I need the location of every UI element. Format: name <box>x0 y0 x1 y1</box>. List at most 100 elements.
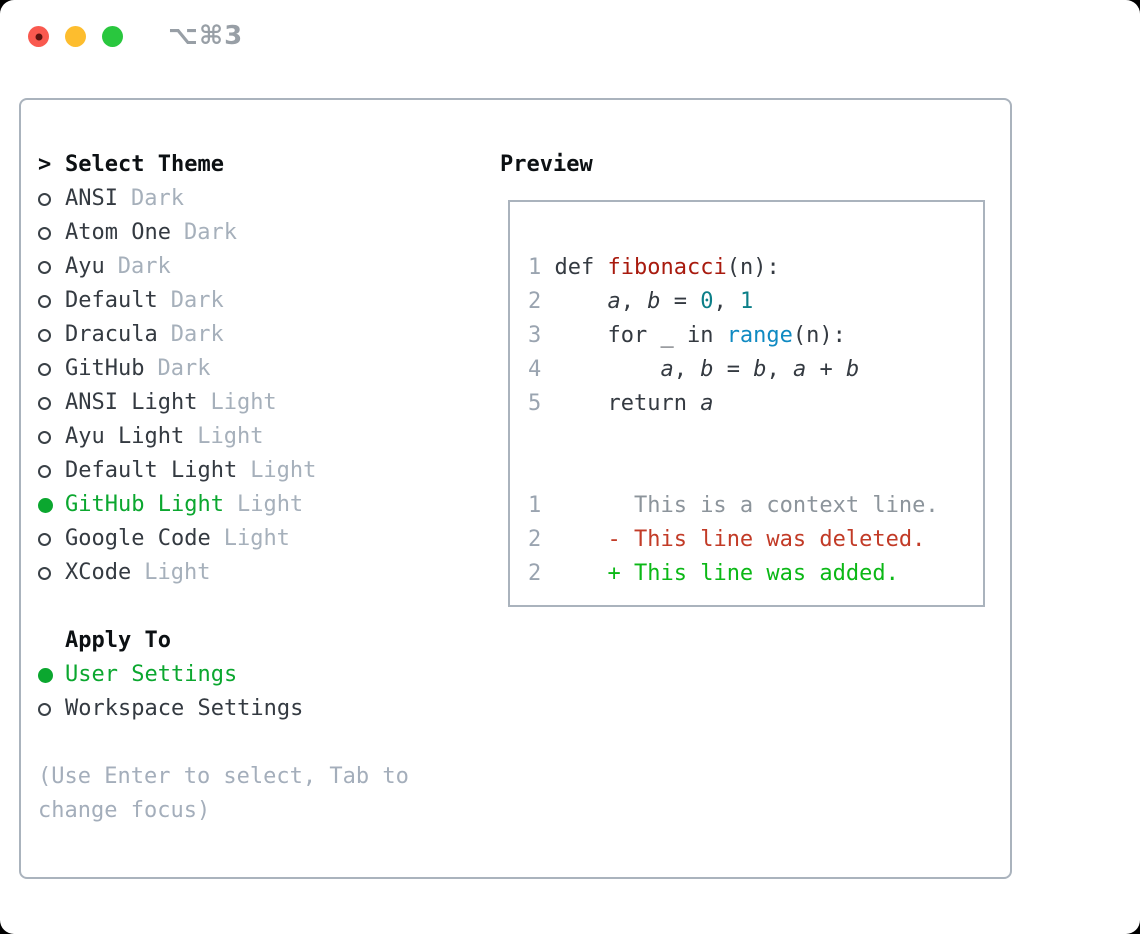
code-segment: return <box>554 391 701 416</box>
line-number: 3 <box>528 323 555 348</box>
theme-variant-label: Dark <box>170 288 224 313</box>
theme-option-label: Google Code <box>65 526 211 551</box>
apply-to-option-user-settings[interactable]: User Settings <box>38 658 409 692</box>
radio-icon <box>38 362 51 376</box>
code-segment: a <box>607 289 621 314</box>
code-segment: b <box>753 357 767 382</box>
code-segment: b <box>845 357 860 382</box>
theme-variant-label: Light <box>197 424 264 449</box>
code-segment: a <box>792 357 807 382</box>
code-line: 2 + This line was added. <box>528 557 983 591</box>
theme-option-label: Dracula <box>65 322 158 347</box>
code-segment: 0 <box>700 289 714 314</box>
spacer-row <box>38 726 409 760</box>
code-segment: (n): <box>726 255 780 280</box>
theme-variant-label: Dark <box>117 254 171 279</box>
code-line: 2 - This line was deleted. <box>528 523 983 557</box>
theme-option-label: Default Light <box>65 458 238 483</box>
code-line <box>528 421 983 455</box>
code-segment: for _ in <box>554 323 727 348</box>
radio-icon <box>38 294 51 308</box>
apply-to-option-workspace-settings[interactable]: Workspace Settings <box>38 692 409 726</box>
theme-option-label: Default <box>65 288 158 313</box>
radio-icon <box>38 328 51 342</box>
radio-icon <box>38 396 51 410</box>
apply-to-option-label: User Settings <box>65 662 238 687</box>
theme-variant-label: Light <box>223 526 290 551</box>
code-segment: = <box>660 289 701 314</box>
radio-selected-icon <box>38 497 53 513</box>
theme-variant-label: Light <box>144 560 211 585</box>
code-segment: (n): <box>792 323 846 348</box>
radio-cell <box>38 667 65 683</box>
code-segment: b <box>647 289 661 314</box>
code-line: 1 This is a context line. <box>528 489 983 523</box>
radio-icon <box>38 260 51 274</box>
close-button[interactable] <box>28 26 49 47</box>
theme-option-label: GitHub <box>65 356 145 381</box>
theme-variant-label: Light <box>210 390 277 415</box>
radio-icon <box>38 702 51 716</box>
code-segment: a <box>700 391 714 416</box>
zoom-button[interactable] <box>102 26 123 47</box>
code-segment: range <box>726 323 793 348</box>
theme-option-ansi-light-light[interactable]: ANSI Light Light <box>38 386 409 420</box>
radio-cell <box>38 497 65 513</box>
code-segment: a <box>660 357 674 382</box>
theme-option-label: Atom One <box>65 220 171 245</box>
code-segment <box>541 527 607 552</box>
theme-option-label: ANSI Light <box>65 390 198 415</box>
line-number: 1 <box>528 255 555 280</box>
code-segment: , <box>673 357 701 382</box>
theme-option-default-dark[interactable]: Default Dark <box>38 284 409 318</box>
caret-cell: > <box>38 148 65 182</box>
radio-icon <box>38 430 51 444</box>
theme-list-title: Select Theme <box>65 152 224 177</box>
apply-to-option-label: Workspace Settings <box>65 696 304 721</box>
code-line <box>528 455 983 489</box>
line-number: 4 <box>528 357 555 382</box>
theme-option-label: Ayu <box>65 254 105 279</box>
code-segment: def <box>554 255 608 280</box>
theme-option-ayu-dark[interactable]: Ayu Dark <box>38 250 409 284</box>
apply-to-header: Apply To <box>38 624 409 658</box>
code-line: 3 for _ in range(n): <box>528 319 983 353</box>
code-segment: - This line was deleted. <box>607 527 926 552</box>
spacer-row <box>38 590 409 624</box>
apply-to-title: Apply To <box>65 628 171 653</box>
radio-cell <box>38 532 65 546</box>
line-number: 2 <box>528 561 542 586</box>
code-segment: + This line was added. <box>607 561 899 586</box>
window-shortcut-label: ⌥⌘3 <box>168 21 244 51</box>
line-number: 5 <box>528 391 555 416</box>
line-number: 2 <box>528 289 555 314</box>
minimize-button[interactable] <box>65 26 86 47</box>
selection-caret-icon: > <box>38 152 52 177</box>
line-number: 1 <box>528 493 542 518</box>
code-segment: 1 <box>739 289 754 314</box>
radio-icon <box>38 532 51 546</box>
titlebar[interactable]: ⌥⌘3 <box>0 0 1140 74</box>
radio-cell <box>38 464 65 478</box>
code-segment <box>541 561 607 586</box>
radio-cell <box>38 226 65 240</box>
radio-cell <box>38 362 65 376</box>
radio-cell <box>38 260 65 274</box>
radio-cell <box>38 702 65 716</box>
radio-icon <box>38 226 51 240</box>
code-line: 2 a, b = 0, 1 <box>528 285 983 319</box>
theme-option-google-code-light[interactable]: Google Code Light <box>38 522 409 556</box>
code-segment: + <box>806 357 846 382</box>
theme-option-label: ANSI <box>65 186 118 211</box>
